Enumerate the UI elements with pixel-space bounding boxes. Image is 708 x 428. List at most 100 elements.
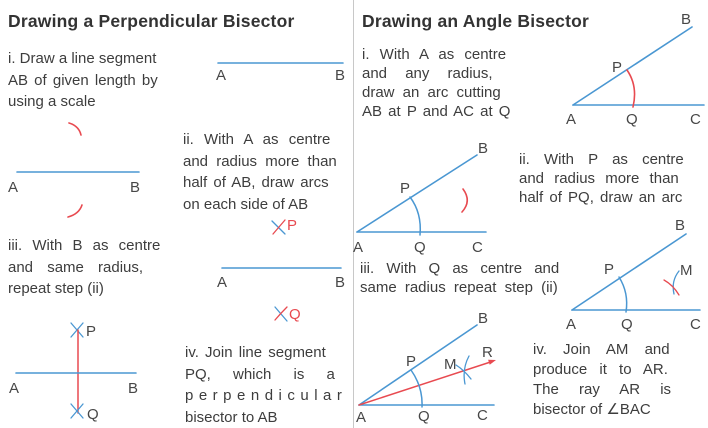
text-line: and any radius, (362, 65, 493, 82)
text-line: half of PQ, draw an arc (519, 189, 683, 206)
label-q: Q (87, 406, 99, 423)
label-a: A (356, 409, 366, 426)
label-b: B (675, 217, 685, 234)
label-m: M (444, 356, 457, 373)
arc-cross-m-red (663, 279, 680, 296)
text-line: and same radius, (8, 258, 144, 276)
label-a: A (9, 380, 19, 397)
label-a: A (566, 316, 576, 333)
column-divider (353, 0, 354, 428)
text-line: same radius repeat step (ii) (360, 279, 558, 296)
text-line: iv. Join AM and (533, 341, 670, 358)
angle-diagram-step-i: B P A Q C (566, 11, 705, 128)
cross-q-stroke-2 (70, 403, 84, 419)
text-line: iii. With Q as centre and (360, 260, 560, 277)
perp-step-iii-text: iii. With B as centre and same radius, r… (8, 235, 160, 300)
label-c: C (477, 407, 488, 424)
text-line: and radius more than (183, 152, 337, 170)
label-c: C (690, 316, 701, 333)
text-line: perpendicular (185, 387, 348, 404)
text-line: bisector to AB (185, 408, 278, 426)
label-p: P (406, 353, 416, 370)
perpendicular-bisector-title: Drawing a Perpendicular Bisector (8, 11, 295, 31)
text-line: and radius more than (519, 170, 679, 187)
arc-below-ab (67, 204, 83, 218)
text-line: i. With A as centre (362, 46, 507, 63)
label-a: A (566, 111, 576, 128)
label-c: C (472, 239, 483, 256)
angle-diagram-step-ii: B P A Q C (353, 140, 488, 256)
label-a: A (8, 179, 18, 196)
ray-ab (571, 233, 687, 311)
perp-step-i-text: i. Draw a line segment AB of given lengt… (8, 48, 158, 113)
angle-step-iv-text: iv. Join AM and produce it to AR. The ra… (533, 340, 671, 420)
label-a: A (216, 67, 226, 84)
label-r: R (482, 344, 493, 361)
text-line: repeat step (ii) (8, 280, 104, 297)
label-b: B (130, 179, 140, 196)
text-line: on each side of AB (183, 195, 309, 213)
cross-m-stroke-2 (455, 364, 472, 380)
text-line: i. Draw a line segment (8, 50, 157, 67)
label-b: B (478, 310, 488, 327)
angle-step-iii-text: iii. With Q as centre and same radius re… (360, 259, 559, 297)
text-line: AB of given length by (8, 71, 158, 89)
text-line: PQ, which is a (185, 365, 335, 383)
label-a: A (217, 274, 227, 291)
text-line: half of AB, draw arcs (183, 174, 329, 191)
label-p: P (86, 323, 96, 340)
perp-step-ii-text: ii. With A as centre and radius more tha… (183, 129, 337, 215)
arc-cross-m-blue (672, 270, 680, 295)
label-p: P (612, 59, 622, 76)
perp-diagram-step-iv: P A B Q (9, 322, 138, 423)
angle-step-i-text: i. With A as centre and any radius, draw… (362, 45, 510, 121)
text-line: iv. Join line segment (185, 344, 326, 361)
perp-diagram-step-iii: P A B Q (217, 217, 345, 323)
angle-step-ii-text: ii. With P as centre and radius more tha… (519, 150, 684, 207)
cross-m-stroke-1 (463, 355, 470, 385)
arc-pq (626, 69, 636, 108)
label-a: A (353, 239, 363, 256)
cross-p-stroke-2 (70, 322, 84, 338)
label-q: Q (289, 306, 301, 323)
angle-diagram-step-iv: B R P M A Q C (356, 310, 496, 426)
label-b: B (335, 67, 345, 84)
label-p: P (400, 180, 410, 197)
arc-cross-q-red (274, 306, 288, 321)
text-line: ii. With P as centre (519, 151, 684, 168)
label-b: B (128, 380, 138, 397)
label-p: P (287, 217, 297, 234)
arc-cross-p-red (272, 219, 286, 235)
arc-pq (618, 276, 628, 313)
arc-from-p (461, 188, 469, 213)
arc-pq (410, 369, 423, 408)
arc-above-ab (68, 122, 82, 136)
arc-pq (409, 196, 422, 236)
text-line: AB at P and AC at Q (362, 103, 511, 120)
text-line: iii. With B as centre (8, 237, 161, 254)
text-line: bisector of ∠BAC (533, 401, 651, 418)
label-c: C (690, 111, 701, 128)
text-line: ii. With A as centre (183, 131, 331, 148)
label-m: M (680, 262, 693, 279)
label-b: B (478, 140, 488, 157)
perp-diagram-step-i: A B (216, 62, 345, 84)
label-q: Q (414, 239, 426, 256)
perp-diagram-step-ii: A B (8, 122, 140, 218)
angle-bisector-title: Drawing an Angle Bisector (362, 11, 590, 31)
label-b: B (335, 274, 345, 291)
text-line: produce it to AR. (533, 361, 668, 378)
ray-ab (358, 324, 478, 406)
label-q: Q (418, 408, 430, 425)
ray-ab (572, 26, 693, 106)
ray-ar (358, 361, 490, 406)
label-q: Q (626, 111, 638, 128)
text-line: using a scale (8, 93, 96, 110)
perp-step-iv-text: iv. Join line segment PQ, which is a per… (185, 342, 347, 428)
text-line: The ray AR is (533, 381, 672, 398)
text-line: draw an arc cutting (362, 84, 501, 101)
label-q: Q (621, 316, 633, 333)
label-p: P (604, 261, 614, 278)
ray-ab (356, 154, 478, 233)
